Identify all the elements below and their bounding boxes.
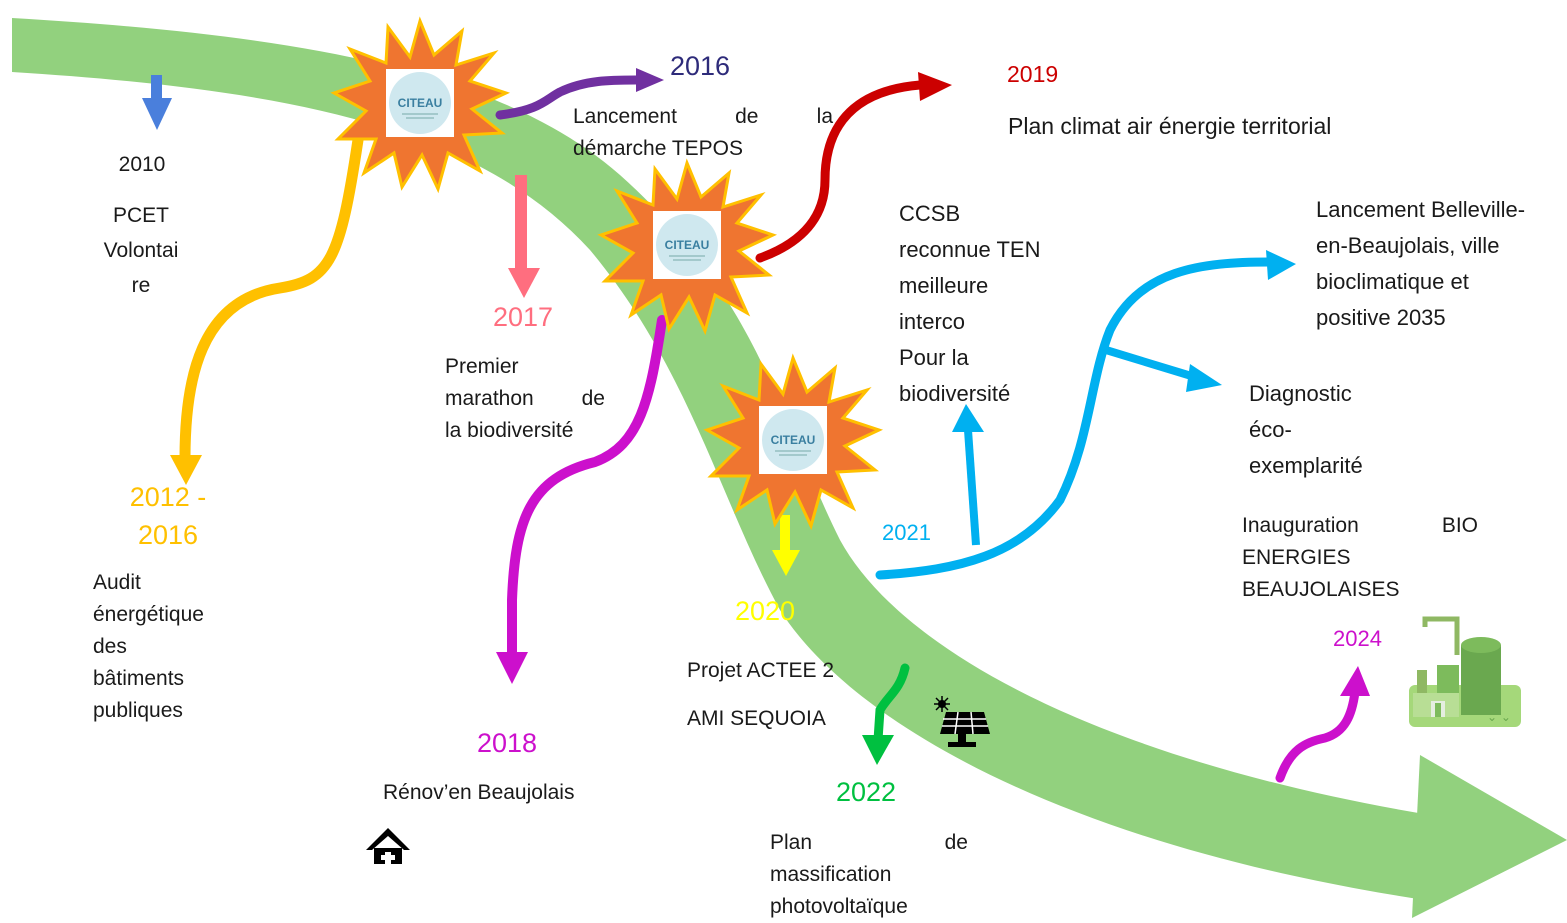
event-2024-year: 2024 bbox=[1333, 626, 1382, 651]
diagnostic-text: Diagnostic éco- exemplarité bbox=[1249, 381, 1363, 478]
citeau-logo-icon bbox=[385, 68, 455, 138]
arrow-2020 bbox=[772, 515, 800, 576]
timeline-arrowhead bbox=[1412, 755, 1567, 918]
event-2021-year: 2021 bbox=[882, 520, 931, 545]
arrow-2017 bbox=[508, 175, 540, 298]
arrow-2022 bbox=[862, 663, 910, 765]
event-2017-text: Premier marathon de la biodiversité bbox=[445, 355, 605, 442]
event-2019-year: 2019 bbox=[1007, 61, 1059, 87]
event-2016-year: 2016 bbox=[670, 51, 731, 81]
event-2016-text: Lancement de la démarche TEPOS bbox=[573, 105, 833, 160]
event-2024-text: Inauguration BIO ENERGIES BEAUJOLAISES bbox=[1242, 514, 1478, 601]
arrow-2010 bbox=[142, 75, 172, 130]
event-2018-year: 2018 bbox=[477, 728, 538, 758]
event-2020-year: 2020 bbox=[735, 596, 796, 626]
ccsb-text: CCSB reconnue TEN meilleure interco Pour… bbox=[899, 201, 1041, 406]
belleville-text: Lancement Belleville- en-Beaujolais, vil… bbox=[1316, 197, 1526, 330]
event-2022-text: Plan de massification photovoltaïque bbox=[770, 831, 968, 918]
svg-text:⌄ ⌄: ⌄ ⌄ bbox=[1487, 710, 1511, 724]
citeau-logo-icon bbox=[652, 210, 722, 280]
event-2022-year: 2022 bbox=[836, 777, 897, 807]
solar-panel-icon bbox=[934, 696, 990, 747]
arrow-2016 bbox=[495, 68, 664, 120]
event-2010-text: PCET Volontai re bbox=[103, 204, 179, 297]
arrow-2021 bbox=[875, 250, 1296, 580]
event-2012-year: 2012 - 2016 bbox=[129, 482, 207, 550]
event-2010-year: 2010 bbox=[118, 153, 166, 176]
timeline-band bbox=[12, 18, 1430, 900]
event-2018-text: Rénov’en Beaujolais bbox=[383, 781, 575, 804]
event-2020-text: Projet ACTEE 2 AMI SEQUOIA bbox=[687, 659, 835, 730]
citeau-logo-icon bbox=[758, 405, 828, 475]
event-2017-year: 2017 bbox=[493, 302, 554, 332]
event-2019-text: Plan climat air énergie territorial bbox=[1008, 113, 1332, 139]
arrow-2019 bbox=[755, 72, 952, 263]
house-icon bbox=[366, 828, 410, 864]
arrow-2018 bbox=[496, 315, 667, 684]
arrow-2012 bbox=[170, 134, 364, 485]
biogas-plant-icon: ⌄ ⌄ bbox=[1409, 616, 1521, 727]
event-2012-text: Audit énergétique des bâtiments publique… bbox=[93, 571, 204, 722]
arrow-2024 bbox=[1275, 666, 1370, 783]
